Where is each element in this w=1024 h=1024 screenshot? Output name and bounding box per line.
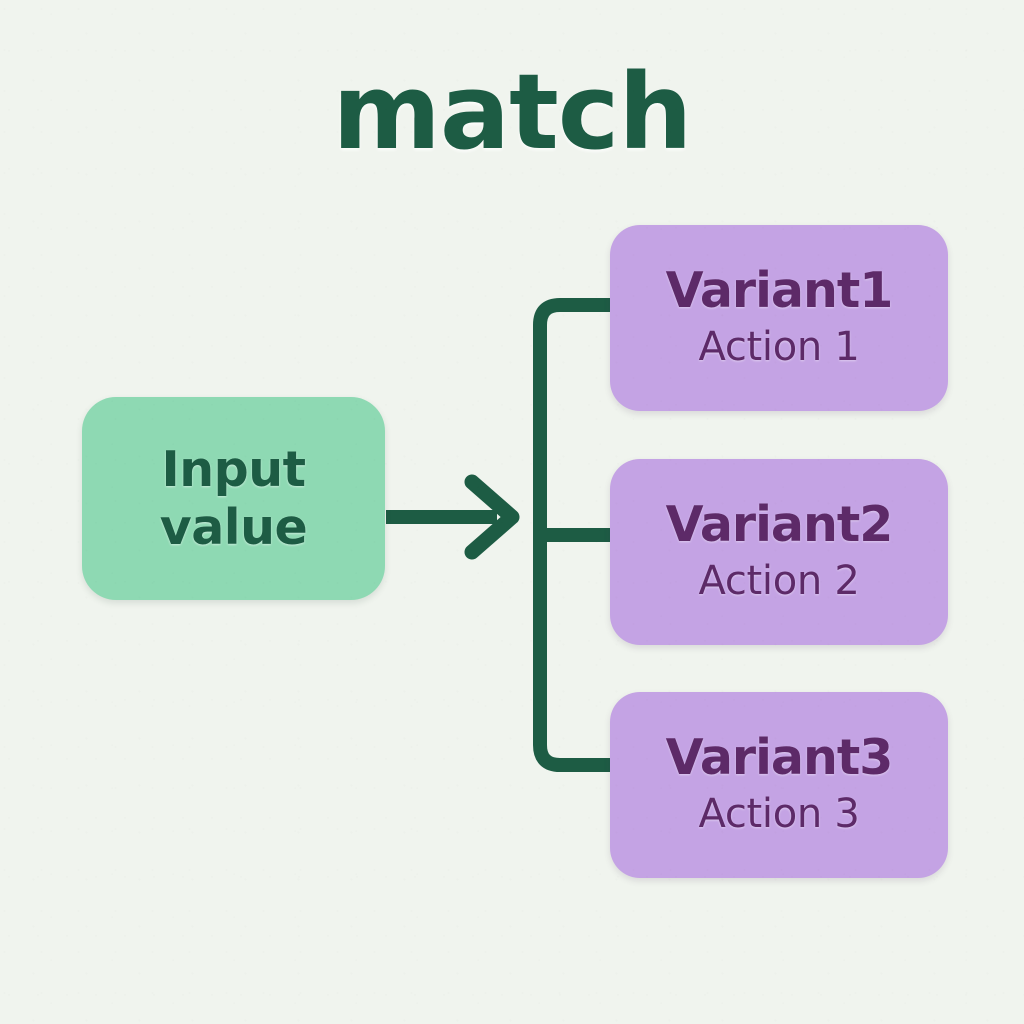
variant-1-title: Variant1 (665, 262, 894, 320)
input-node-line-2: value (159, 498, 308, 556)
page-title: match (332, 51, 693, 173)
variant-3-action: Action 3 (698, 790, 860, 837)
variant-1-action: Action 1 (698, 323, 860, 370)
variant-3-title: Variant3 (665, 729, 894, 787)
input-value-node[interactable]: Input value (82, 397, 385, 600)
variant-node-1[interactable]: Variant1 Action 1 (610, 225, 948, 411)
input-node-line-1: Input (161, 441, 307, 499)
branch-connector (533, 298, 612, 772)
flow-arrow-right-icon (386, 474, 520, 560)
variant-node-3[interactable]: Variant3 Action 3 (610, 692, 948, 878)
variant-node-2[interactable]: Variant2 Action 2 (610, 459, 948, 645)
variant-2-title: Variant2 (665, 496, 894, 554)
variant-2-action: Action 2 (698, 557, 860, 604)
